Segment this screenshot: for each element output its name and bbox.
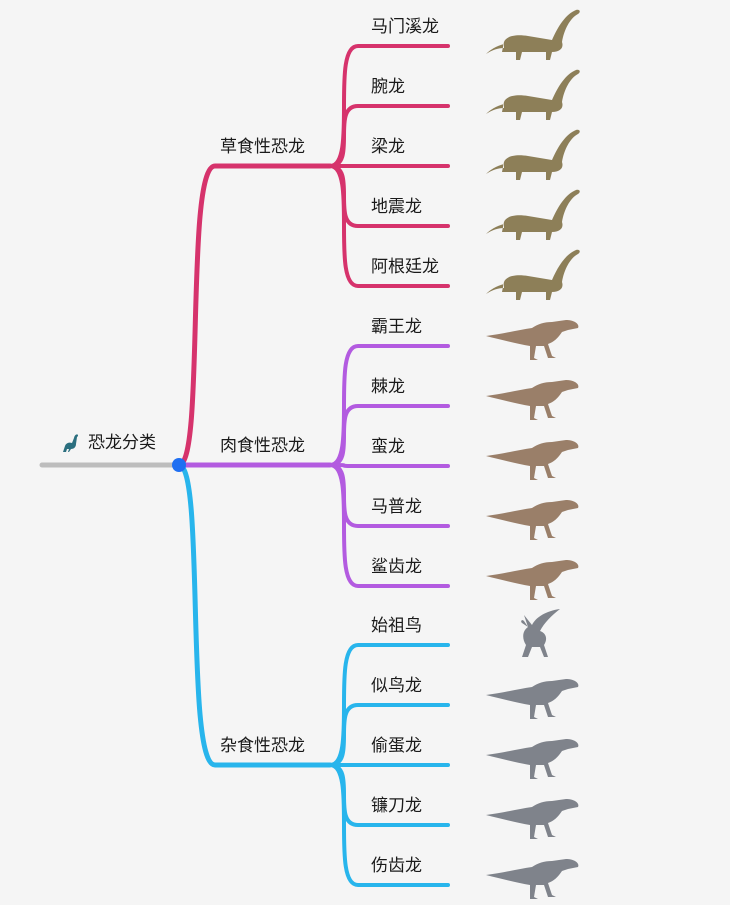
theropod-icon [478,366,586,422]
leaf-topic-carnivore-5[interactable]: 鲨齿龙 [371,557,422,577]
sauropod-icon [478,186,586,242]
theropod-icon [478,546,586,602]
sauropod-icon [478,246,586,302]
leaf-line-omnivore-5 [328,763,450,887]
leaf-topic-carnivore-2[interactable]: 棘龙 [371,377,405,397]
leaf-line-omnivore-2 [328,703,450,767]
theropod-icon [478,426,586,482]
theropod-icon [478,845,586,901]
leaf-topic-omnivore-2[interactable]: 似鸟龙 [371,676,422,696]
root-topic[interactable]: 恐龙分类 [60,432,156,454]
leaf-line-herbivore-5 [328,164,450,288]
leaf-topic-herbivore-1[interactable]: 马门溪龙 [371,17,439,37]
theropod-icon [478,785,586,841]
leaf-topic-herbivore-4[interactable]: 地震龙 [371,197,422,217]
category-omnivore[interactable]: 杂食性恐龙 [220,736,305,756]
leaf-line-omnivore-1 [328,643,450,767]
leaf-line-carnivore-5 [328,463,450,588]
theropod-icon [478,725,586,781]
leaf-topic-herbivore-2[interactable]: 腕龙 [371,77,405,97]
category-herbivore[interactable]: 草食性恐龙 [220,137,305,157]
leaf-topic-omnivore-5[interactable]: 伤齿龙 [371,856,422,876]
leaf-topic-carnivore-1[interactable]: 霸王龙 [371,317,422,337]
leaf-topic-carnivore-4[interactable]: 马普龙 [371,497,422,517]
leaf-topic-herbivore-5[interactable]: 阿根廷龙 [371,257,439,277]
bird-icon [478,605,586,661]
leaf-topic-carnivore-3[interactable]: 蛮龙 [371,437,405,457]
leaf-topic-omnivore-4[interactable]: 镰刀龙 [371,796,422,816]
category-carnivore[interactable]: 肉食性恐龙 [220,436,305,456]
leaf-line-herbivore-2 [328,104,450,168]
dinosaur-icon [63,434,79,452]
leaf-topic-omnivore-3[interactable]: 偷蛋龙 [371,736,422,756]
theropod-icon [478,665,586,721]
leaf-line-herbivore-1 [328,44,450,168]
sauropod-icon [478,6,586,62]
theropod-icon [478,306,586,362]
leaf-topic-herbivore-3[interactable]: 梁龙 [371,137,405,157]
root-label: 恐龙分类 [88,433,156,453]
branch-line-omnivore [176,462,333,768]
branch-line-herbivore [176,163,333,468]
leaf-line-carnivore-3 [328,463,450,468]
theropod-icon [478,486,586,542]
sauropod-icon [478,66,586,122]
root-node-dot[interactable] [172,458,186,472]
sauropod-icon [478,126,586,182]
leaf-line-carnivore-2 [328,404,450,467]
leaf-topic-omnivore-1[interactable]: 始祖鸟 [371,616,422,636]
leaf-line-carnivore-1 [328,344,450,467]
